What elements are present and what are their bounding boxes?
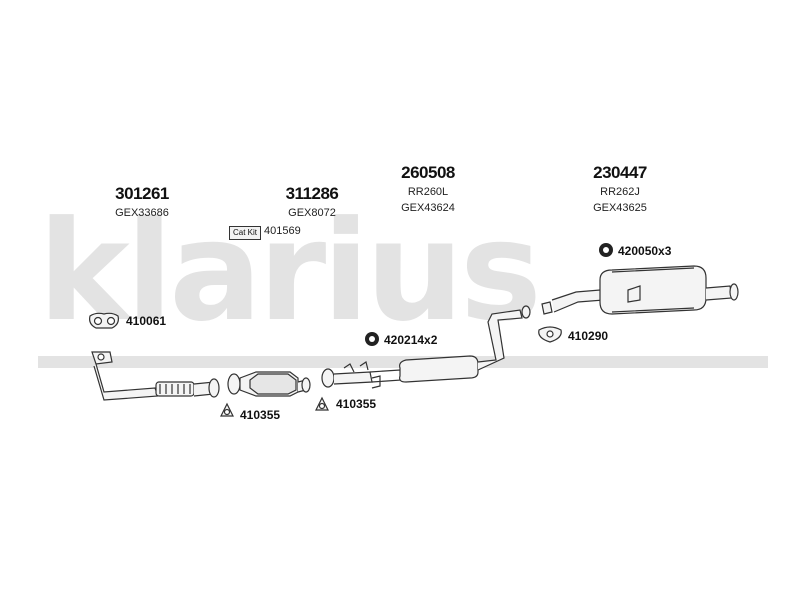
rubber-mount-icon-mid — [365, 332, 379, 346]
part-number: 301261 — [115, 184, 169, 203]
part-number: 260508 — [401, 163, 455, 182]
part-code: GEX43625 — [593, 202, 647, 214]
rubber-rear-label: 420050x3 — [618, 244, 672, 258]
part-label-1: 311286 GEX8072 — [252, 184, 372, 220]
part-number: 311286 — [285, 184, 339, 203]
part-label-2: 260508 RR260L GEX43624 — [368, 163, 488, 215]
gasket-icon-front — [89, 312, 119, 329]
gasket-icon-rear — [538, 326, 562, 343]
gasket-front-label: 410061 — [126, 314, 167, 328]
middle-silencer-drawing — [321, 305, 531, 389]
front-pipe-drawing — [91, 351, 220, 401]
gasket-icon-b — [315, 396, 329, 411]
gasket-icon-a — [220, 402, 234, 417]
rubber-mid-label: 420214x2 — [384, 333, 438, 347]
part-number: 230447 — [593, 163, 647, 182]
part-code: GEX33686 — [115, 207, 169, 219]
part-label-0: 301261 GEX33686 — [82, 184, 202, 220]
cat-kit-badge: Cat Kit — [229, 226, 261, 240]
part-code: GEX43624 — [401, 202, 455, 214]
gasket-rear-label: 410290 — [568, 329, 609, 343]
part-code: GEX8072 — [288, 207, 336, 219]
gasket-a-label: 410355 — [240, 408, 281, 422]
part-ref: RR260L — [407, 186, 449, 198]
rear-silencer-drawing — [541, 265, 739, 315]
part-ref: RR262J — [600, 186, 640, 198]
gasket-b-label: 410355 — [336, 397, 377, 411]
rubber-mount-icon-rear — [599, 243, 613, 257]
part-label-3: 230447 RR262J GEX43625 — [560, 163, 680, 215]
catalytic-converter-drawing — [227, 371, 311, 397]
cat-kit-number: 401569 — [264, 225, 301, 237]
watermark-logo: klarius — [38, 212, 542, 332]
